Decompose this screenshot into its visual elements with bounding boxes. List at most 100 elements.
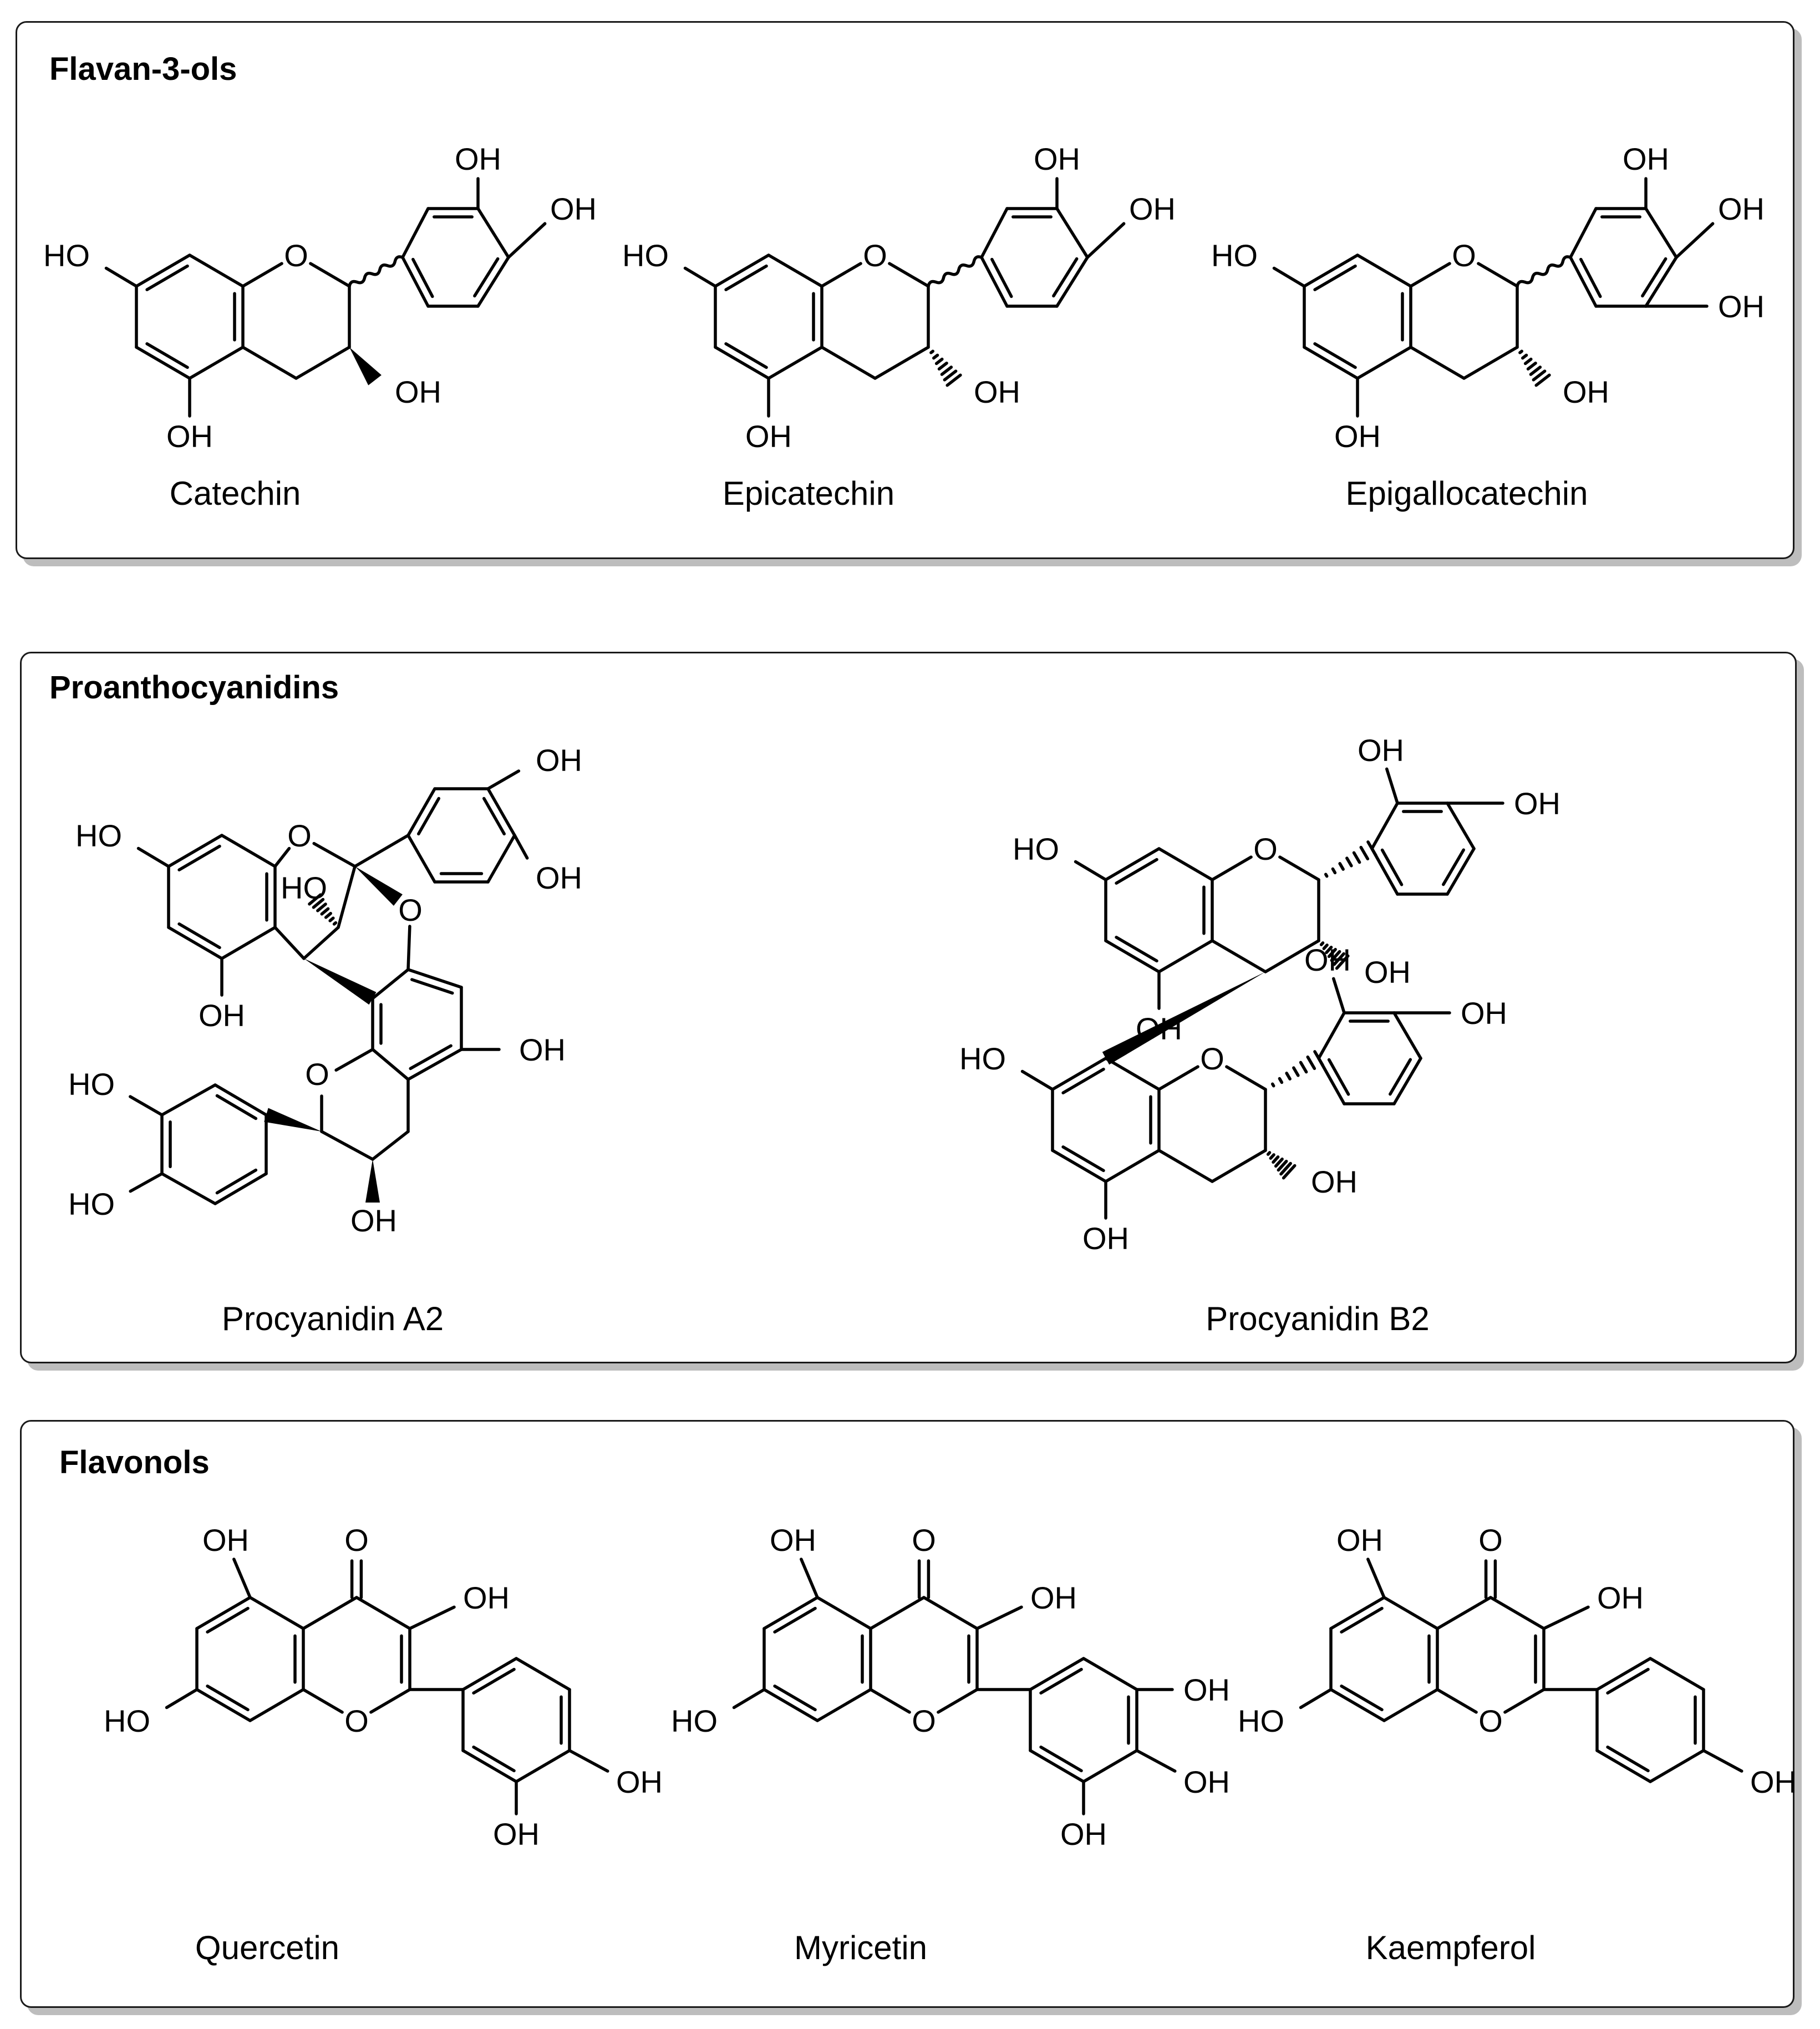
bond [486,787,516,837]
bond [816,1596,872,1630]
bond [1029,1749,1085,1783]
bond-inner [1039,1746,1083,1773]
wavy-bond [348,255,404,288]
ether-oxygen: O [398,892,423,927]
hydroxyl-5: OH [770,1523,816,1558]
hash-segment [1325,946,1333,955]
hydroxyl-7: HO [671,1703,718,1738]
bond [273,926,306,960]
bond [195,1688,252,1722]
hydroxyl-7: HO [43,238,90,273]
bond [1264,939,1320,973]
bond [355,1596,411,1630]
bond [513,834,529,860]
hydroxyl-3: HO [281,870,327,905]
bond [1104,1149,1161,1183]
hydroxyl-3p: OH [1304,942,1351,977]
hydroxyl-7: HO [622,238,669,273]
bond [241,346,298,380]
ring-oxygen: O [912,1703,936,1738]
bond [369,1688,411,1714]
hash-segment [929,349,935,354]
ring-oxygen: O [287,818,312,853]
hydroxyl-4p: OH [1718,191,1765,226]
bond [135,253,191,288]
bond [1503,1688,1546,1714]
bond [980,207,1009,259]
bond [820,262,862,288]
bond-inner [145,264,189,291]
bond [1409,346,1466,380]
bond-inner [1039,1667,1083,1695]
bond [1446,847,1476,896]
bond [302,1596,358,1630]
bond [167,834,223,868]
bond [232,1558,252,1599]
bond [135,346,191,380]
bond [1299,1688,1333,1710]
bond [1055,207,1089,259]
hydroxyl-7-lower: OH [519,1032,566,1067]
bond [353,834,410,868]
hash-segment [316,902,327,912]
hydroxyl-7: HO [959,1041,1006,1076]
hash-segment [937,361,948,371]
bond [1446,802,1476,850]
hash-segment [1322,944,1329,950]
hydroxyl-7: HO [104,1703,150,1738]
bond [732,1688,766,1710]
hydroxyl-4p: OH [550,191,597,226]
bond [922,1596,979,1630]
bond-inner [1327,1058,1350,1096]
bond [1675,222,1715,259]
bond-inner [1061,1145,1105,1173]
bond [683,266,717,288]
hydroxyl-3p: OH [1060,1817,1107,1852]
wavy-bond [1516,255,1572,288]
panel-flavan-3-ols: Flavan-3-ols [16,21,1794,559]
panel-title: Flavan-3-ols [49,51,237,87]
bond [1082,1749,1138,1783]
bond-inner [724,264,768,291]
hash-segment [1277,1159,1288,1172]
hash-segment [308,893,322,906]
bond [1644,256,1678,308]
bond [1211,855,1253,881]
bond [816,1688,872,1722]
bond-inner [411,257,434,298]
bond-inner [472,1667,516,1695]
hash-segment [1270,1082,1275,1088]
panel-flavonols: Flavonols [20,1420,1794,2008]
bond [800,1558,819,1599]
panel-title: Flavonols [59,1444,210,1480]
bond-inner [773,1606,817,1634]
hydroxyl-7: HO [1013,831,1059,866]
bond [371,1048,410,1081]
bond [337,865,357,929]
bond-inner [1061,1067,1105,1094]
hash-segment [1331,867,1337,875]
bond [401,256,430,308]
bond [476,207,510,259]
bond-inner [417,797,441,836]
bond [1569,207,1598,259]
bond-inner [1389,1058,1412,1096]
hash-segment [1532,369,1547,382]
hash-segment [1278,1077,1284,1084]
bond [937,1688,979,1714]
bond [167,926,223,960]
bond [1104,847,1161,881]
bond [1644,207,1678,259]
hydroxyl-3: OH [974,374,1020,409]
bond [302,1688,344,1714]
panel-proanthocyanidins: Proanthocyanidins [20,652,1797,1363]
bond [507,222,547,259]
bond-inner [206,1685,250,1712]
hash-segment [1327,947,1337,958]
hash-segment [1324,873,1329,878]
bond [1157,1065,1199,1091]
hash-segment [1333,952,1345,966]
bond-inner [724,342,768,369]
